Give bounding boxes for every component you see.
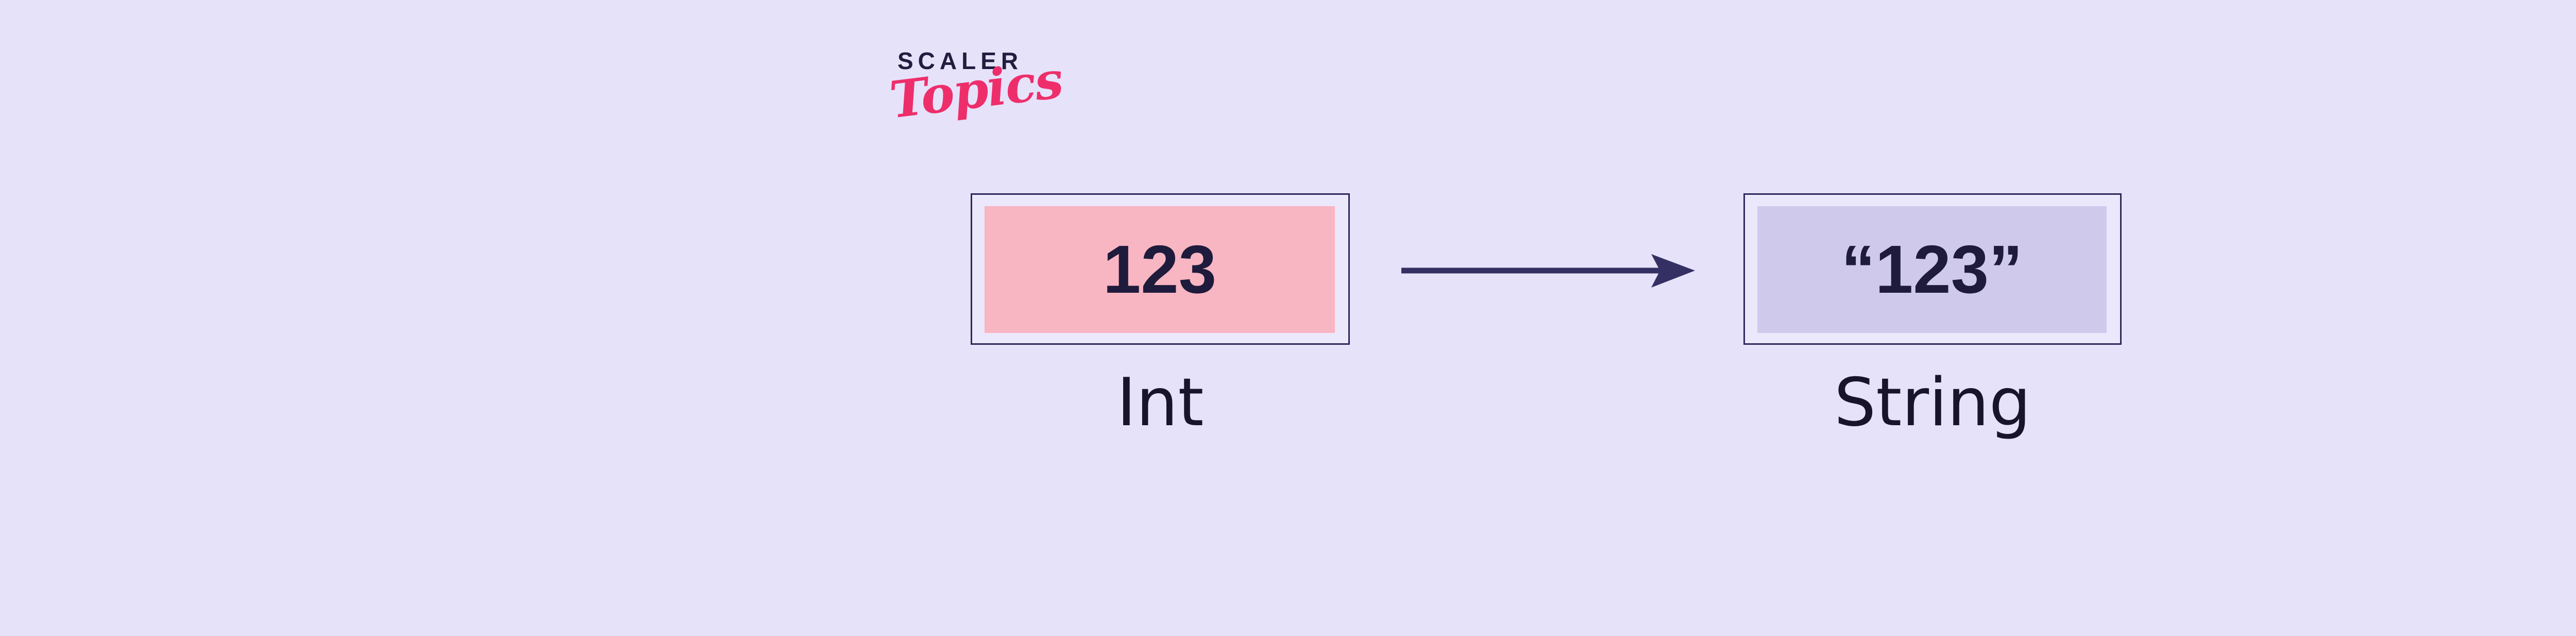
string-box-fill: “123”: [1757, 206, 2107, 333]
int-label: Int: [1116, 364, 1204, 441]
string-label: String: [1834, 364, 2031, 441]
int-box-fill: 123: [985, 206, 1335, 333]
string-value: “123”: [1841, 231, 2023, 307]
int-box: 123: [971, 193, 1350, 345]
scaler-topics-logo: SCALER Topics: [887, 47, 1065, 130]
conversion-arrow: [1391, 242, 1710, 299]
scaler-brand-text: SCALER: [897, 47, 1023, 74]
int-value: 123: [1103, 231, 1217, 307]
arrow-right-icon: [1401, 254, 1695, 288]
string-box: “123”: [1743, 193, 2122, 345]
